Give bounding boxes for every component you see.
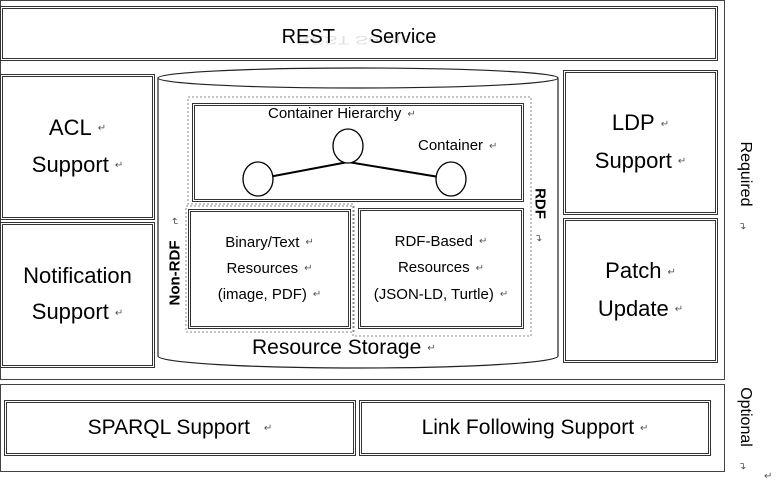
paragraph-mark-icon: ↵ [97, 123, 107, 134]
patch-update-box: Patch ↵ Update ↵ [563, 218, 718, 363]
paragraph-mark-icon: ↵ [499, 288, 509, 300]
ldp-support-box: LDP ↵ Support ↵ [563, 70, 718, 215]
paragraph-mark-icon: ↵ [667, 266, 676, 278]
notification-line2: Support [31, 299, 109, 325]
paragraph-mark-icon: ↵ [263, 422, 273, 434]
link-following-support-box: Link Following Support↵ [359, 400, 711, 456]
optional-label: Optional [737, 387, 754, 447]
rdf-based-resources-box: RDF-Based↵ Resources↵ (JSON-LD, Turtle)↵ [358, 208, 524, 329]
acl-line1: ACL [48, 114, 92, 140]
paragraph-mark-icon: ↵ [534, 233, 546, 242]
paragraph-mark-icon: ↵ [738, 221, 750, 230]
rest-label: REST [281, 25, 335, 48]
notification-support-box: Notification Support ↵ [0, 222, 155, 368]
container-label: Container↵ [418, 137, 498, 154]
paragraph-mark-icon: ↵ [660, 118, 670, 130]
paragraph-mark-icon: ↵ [114, 160, 124, 172]
service-label: Service [369, 25, 437, 48]
paragraph-mark-icon: ↵ [304, 263, 313, 275]
binary-text-resources-box: Binary/Text↵ Resources↵ (image, PDF)↵ [188, 209, 351, 329]
paragraph-mark-icon: ↵ [305, 236, 314, 248]
paragraph-mark-icon: ↵ [475, 262, 485, 274]
paragraph-mark-icon: ↵ [168, 217, 180, 226]
acl-support-box: ACL ↵ Support ↵ [0, 74, 155, 220]
required-label: Required [737, 141, 754, 207]
acl-line2: Support [31, 152, 109, 177]
container-hierarchy-title: Container Hierarchy↵ [268, 105, 416, 122]
patch-line2: Update [597, 295, 669, 321]
paragraph-mark-icon: ↵ [478, 236, 488, 248]
paragraph-mark-icon: ↵ [489, 140, 498, 152]
paragraph-mark-icon: ↵ [640, 422, 649, 434]
paragraph-mark-icon: ↵ [738, 461, 750, 470]
paragraph-mark-icon: ↵ [764, 471, 773, 482]
non-rdf-label: Non-RDF [166, 240, 184, 306]
paragraph-mark-icon: ↵ [677, 155, 687, 167]
rest-service-box: REST Service REST Service [0, 6, 718, 61]
notification-line1: Notification [23, 263, 132, 289]
rdf-label: RDF [531, 188, 549, 219]
paragraph-mark-icon: ↵ [407, 108, 416, 120]
patch-line1: Patch [605, 258, 662, 284]
resource-storage-label: Resource Storage↵ [252, 336, 436, 359]
paragraph-mark-icon: ↵ [427, 342, 436, 354]
paragraph-mark-icon: ↵ [114, 307, 124, 319]
ldp-line1: LDP [611, 110, 655, 136]
ldp-line2: Support [594, 147, 672, 173]
sparql-support-box: SPARQL Support↵ [4, 400, 356, 456]
paragraph-mark-icon: ↵ [674, 303, 684, 315]
paragraph-mark-icon: ↵ [312, 289, 322, 301]
